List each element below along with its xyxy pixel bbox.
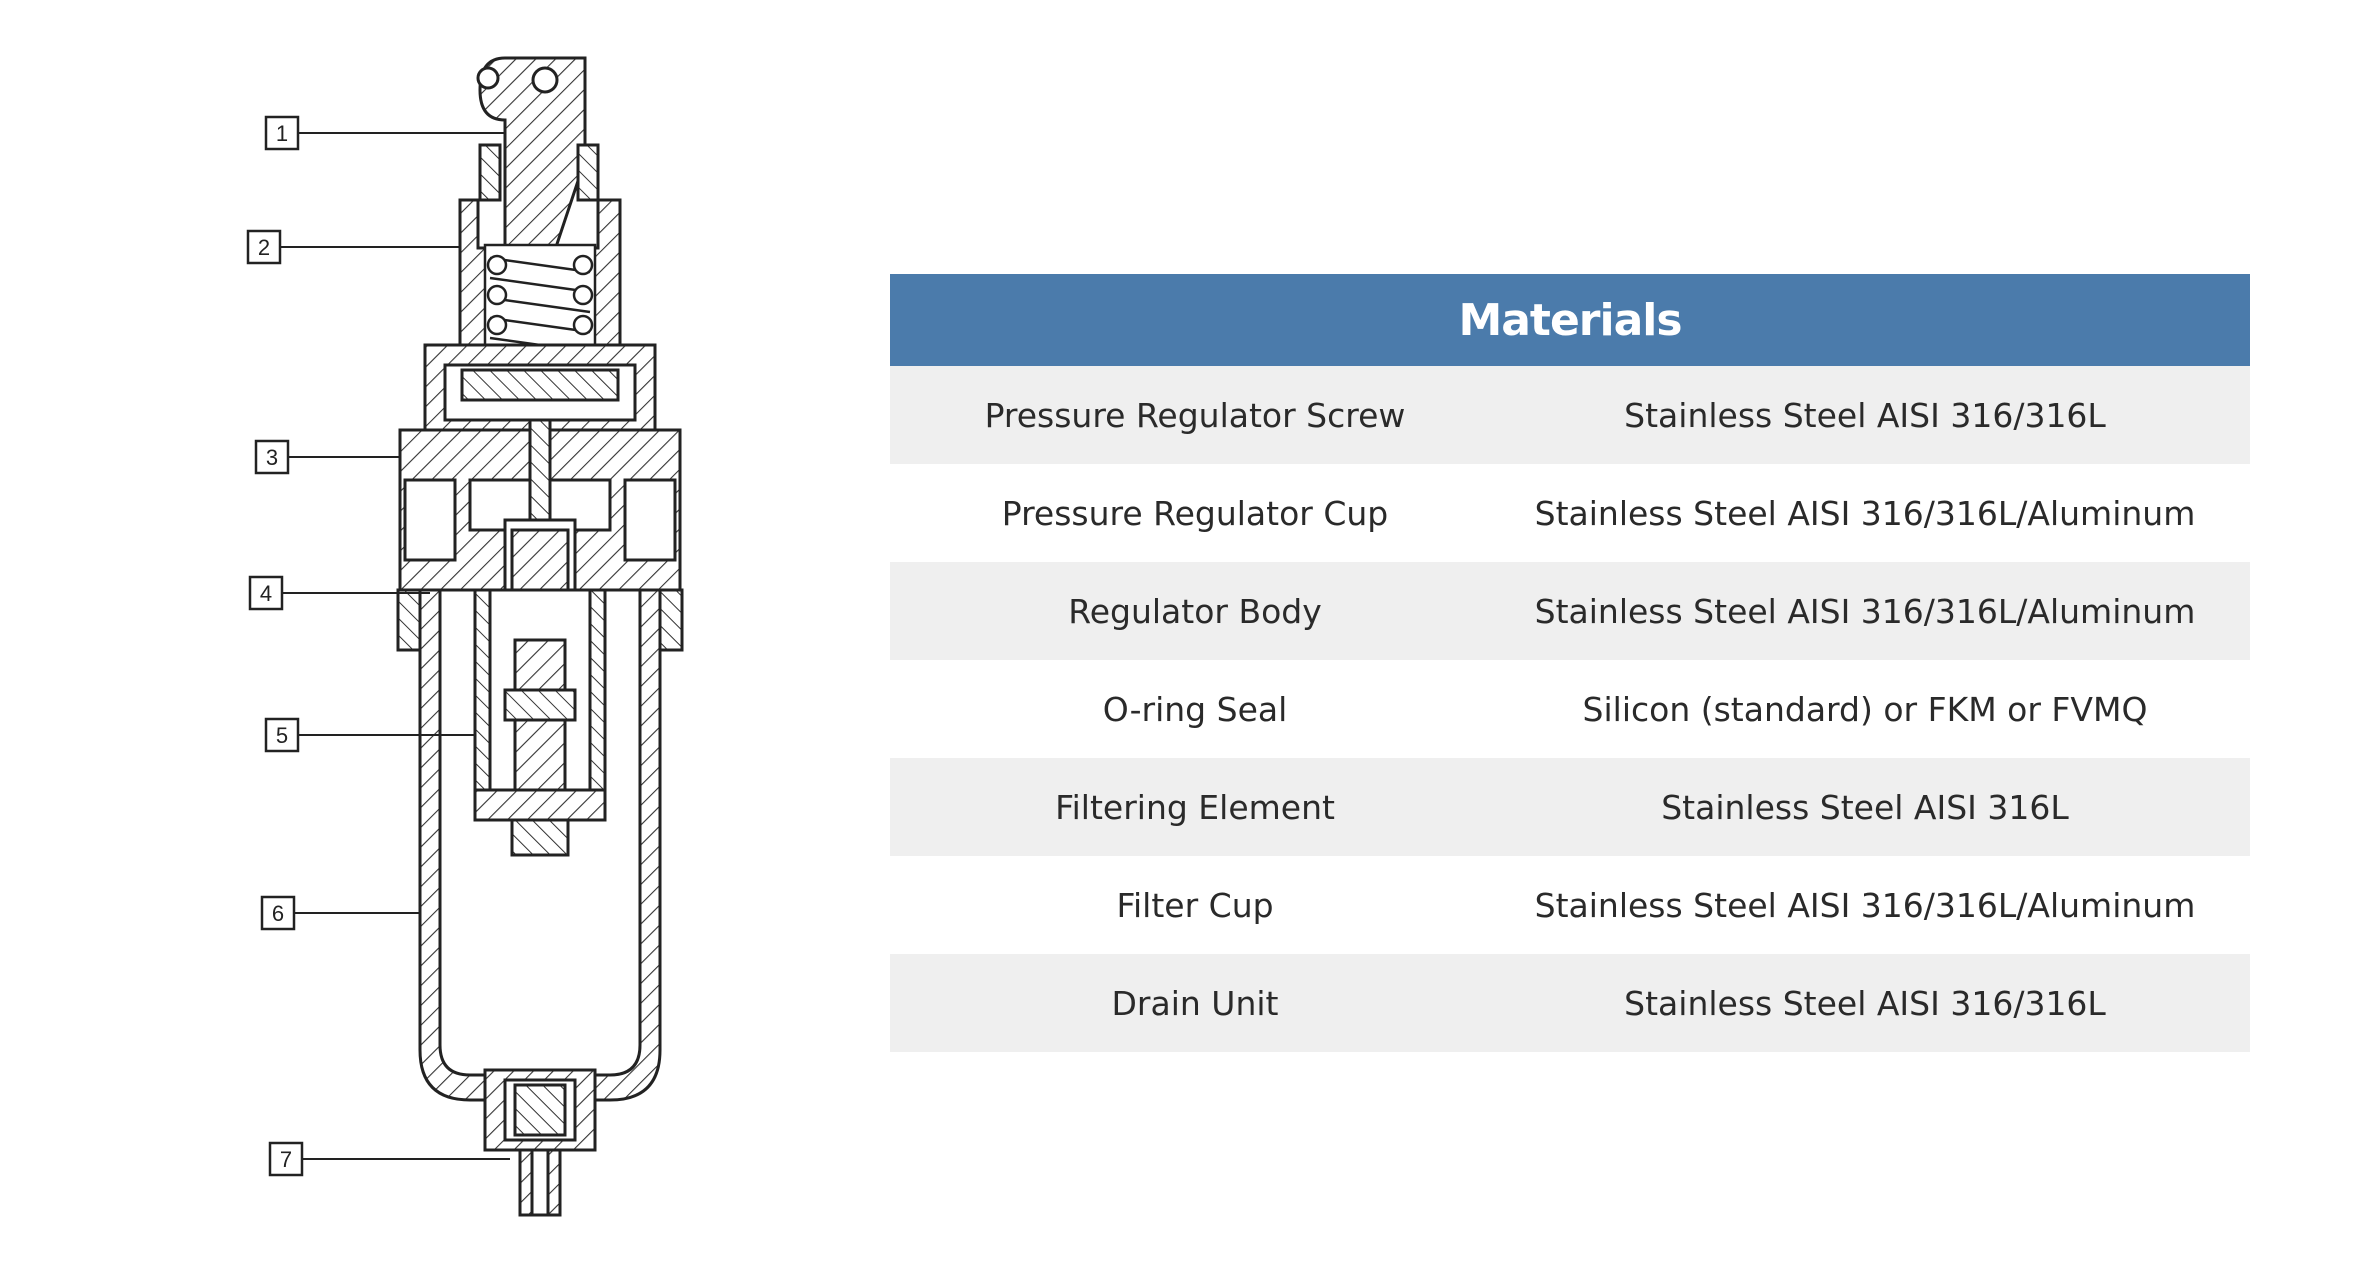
materials-table: Materials Pressure Regulator Screw Stain…: [890, 274, 2250, 1052]
callout-6-label: 6: [272, 901, 284, 926]
part-name: Pressure Regulator Cup: [1001, 493, 1389, 533]
regulator-drawing: 1 2 3 4 5 6: [246, 56, 684, 1217]
material-value: Silicon (standard) or FKM or FVMQ: [1582, 689, 2148, 729]
callout-6: 6: [260, 895, 420, 931]
callout-4-label: 4: [260, 581, 272, 606]
regulator-body-outline: [396, 56, 684, 1217]
callout-5-label: 5: [276, 723, 288, 748]
callout-5-box: [264, 717, 300, 753]
table-row: O-ring Seal Silicon (standard) or FKM or…: [890, 660, 2250, 758]
cross-section-diagram: 1 2 3 4 5 6: [0, 0, 900, 1280]
material-value: Stainless Steel AISI 316/316L/Aluminum: [1534, 591, 2196, 631]
material-value: Stainless Steel AISI 316/316L/Aluminum: [1534, 885, 2196, 925]
callout-1-label: 1: [276, 121, 288, 146]
part-name: Filtering Element: [1055, 787, 1335, 827]
callout-4: 4: [248, 575, 430, 611]
material-value: Stainless Steel AISI 316/316L/Aluminum: [1534, 493, 2196, 533]
table-row: Pressure Regulator Screw Stainless Steel…: [890, 366, 2250, 464]
callout-3-label: 3: [266, 445, 278, 470]
table-row: Filtering Element Stainless Steel AISI 3…: [890, 758, 2250, 856]
callout-2: 2: [246, 229, 460, 265]
table-row: Pressure Regulator Cup Stainless Steel A…: [890, 464, 2250, 562]
callout-3: 3: [254, 439, 400, 475]
callout-7: 7: [268, 1141, 510, 1177]
material-value: Stainless Steel AISI 316/316L: [1624, 395, 2106, 435]
material-value: Stainless Steel AISI 316/316L: [1624, 983, 2106, 1023]
callout-2-label: 2: [258, 235, 270, 260]
callout-6-box: [260, 895, 296, 931]
callout-7-label: 7: [280, 1147, 292, 1172]
part-name: Drain Unit: [1111, 983, 1279, 1023]
part-name: O-ring Seal: [1102, 689, 1288, 729]
part-name: Regulator Body: [1068, 591, 1322, 631]
part-name: Pressure Regulator Screw: [984, 395, 1406, 435]
part-name: Filter Cup: [1116, 885, 1274, 925]
table-row: Filter Cup Stainless Steel AISI 316/316L…: [890, 856, 2250, 954]
callout-7-box: [268, 1141, 304, 1177]
materials-table-title: Materials: [890, 274, 2250, 366]
table-row: Drain Unit Stainless Steel AISI 316/316L: [890, 954, 2250, 1052]
table-row: Regulator Body Stainless Steel AISI 316/…: [890, 562, 2250, 660]
callout-1: 1: [264, 115, 505, 151]
callout-5: 5: [264, 717, 475, 753]
material-value: Stainless Steel AISI 316L: [1661, 787, 2069, 827]
callout-3-box: [254, 439, 290, 475]
